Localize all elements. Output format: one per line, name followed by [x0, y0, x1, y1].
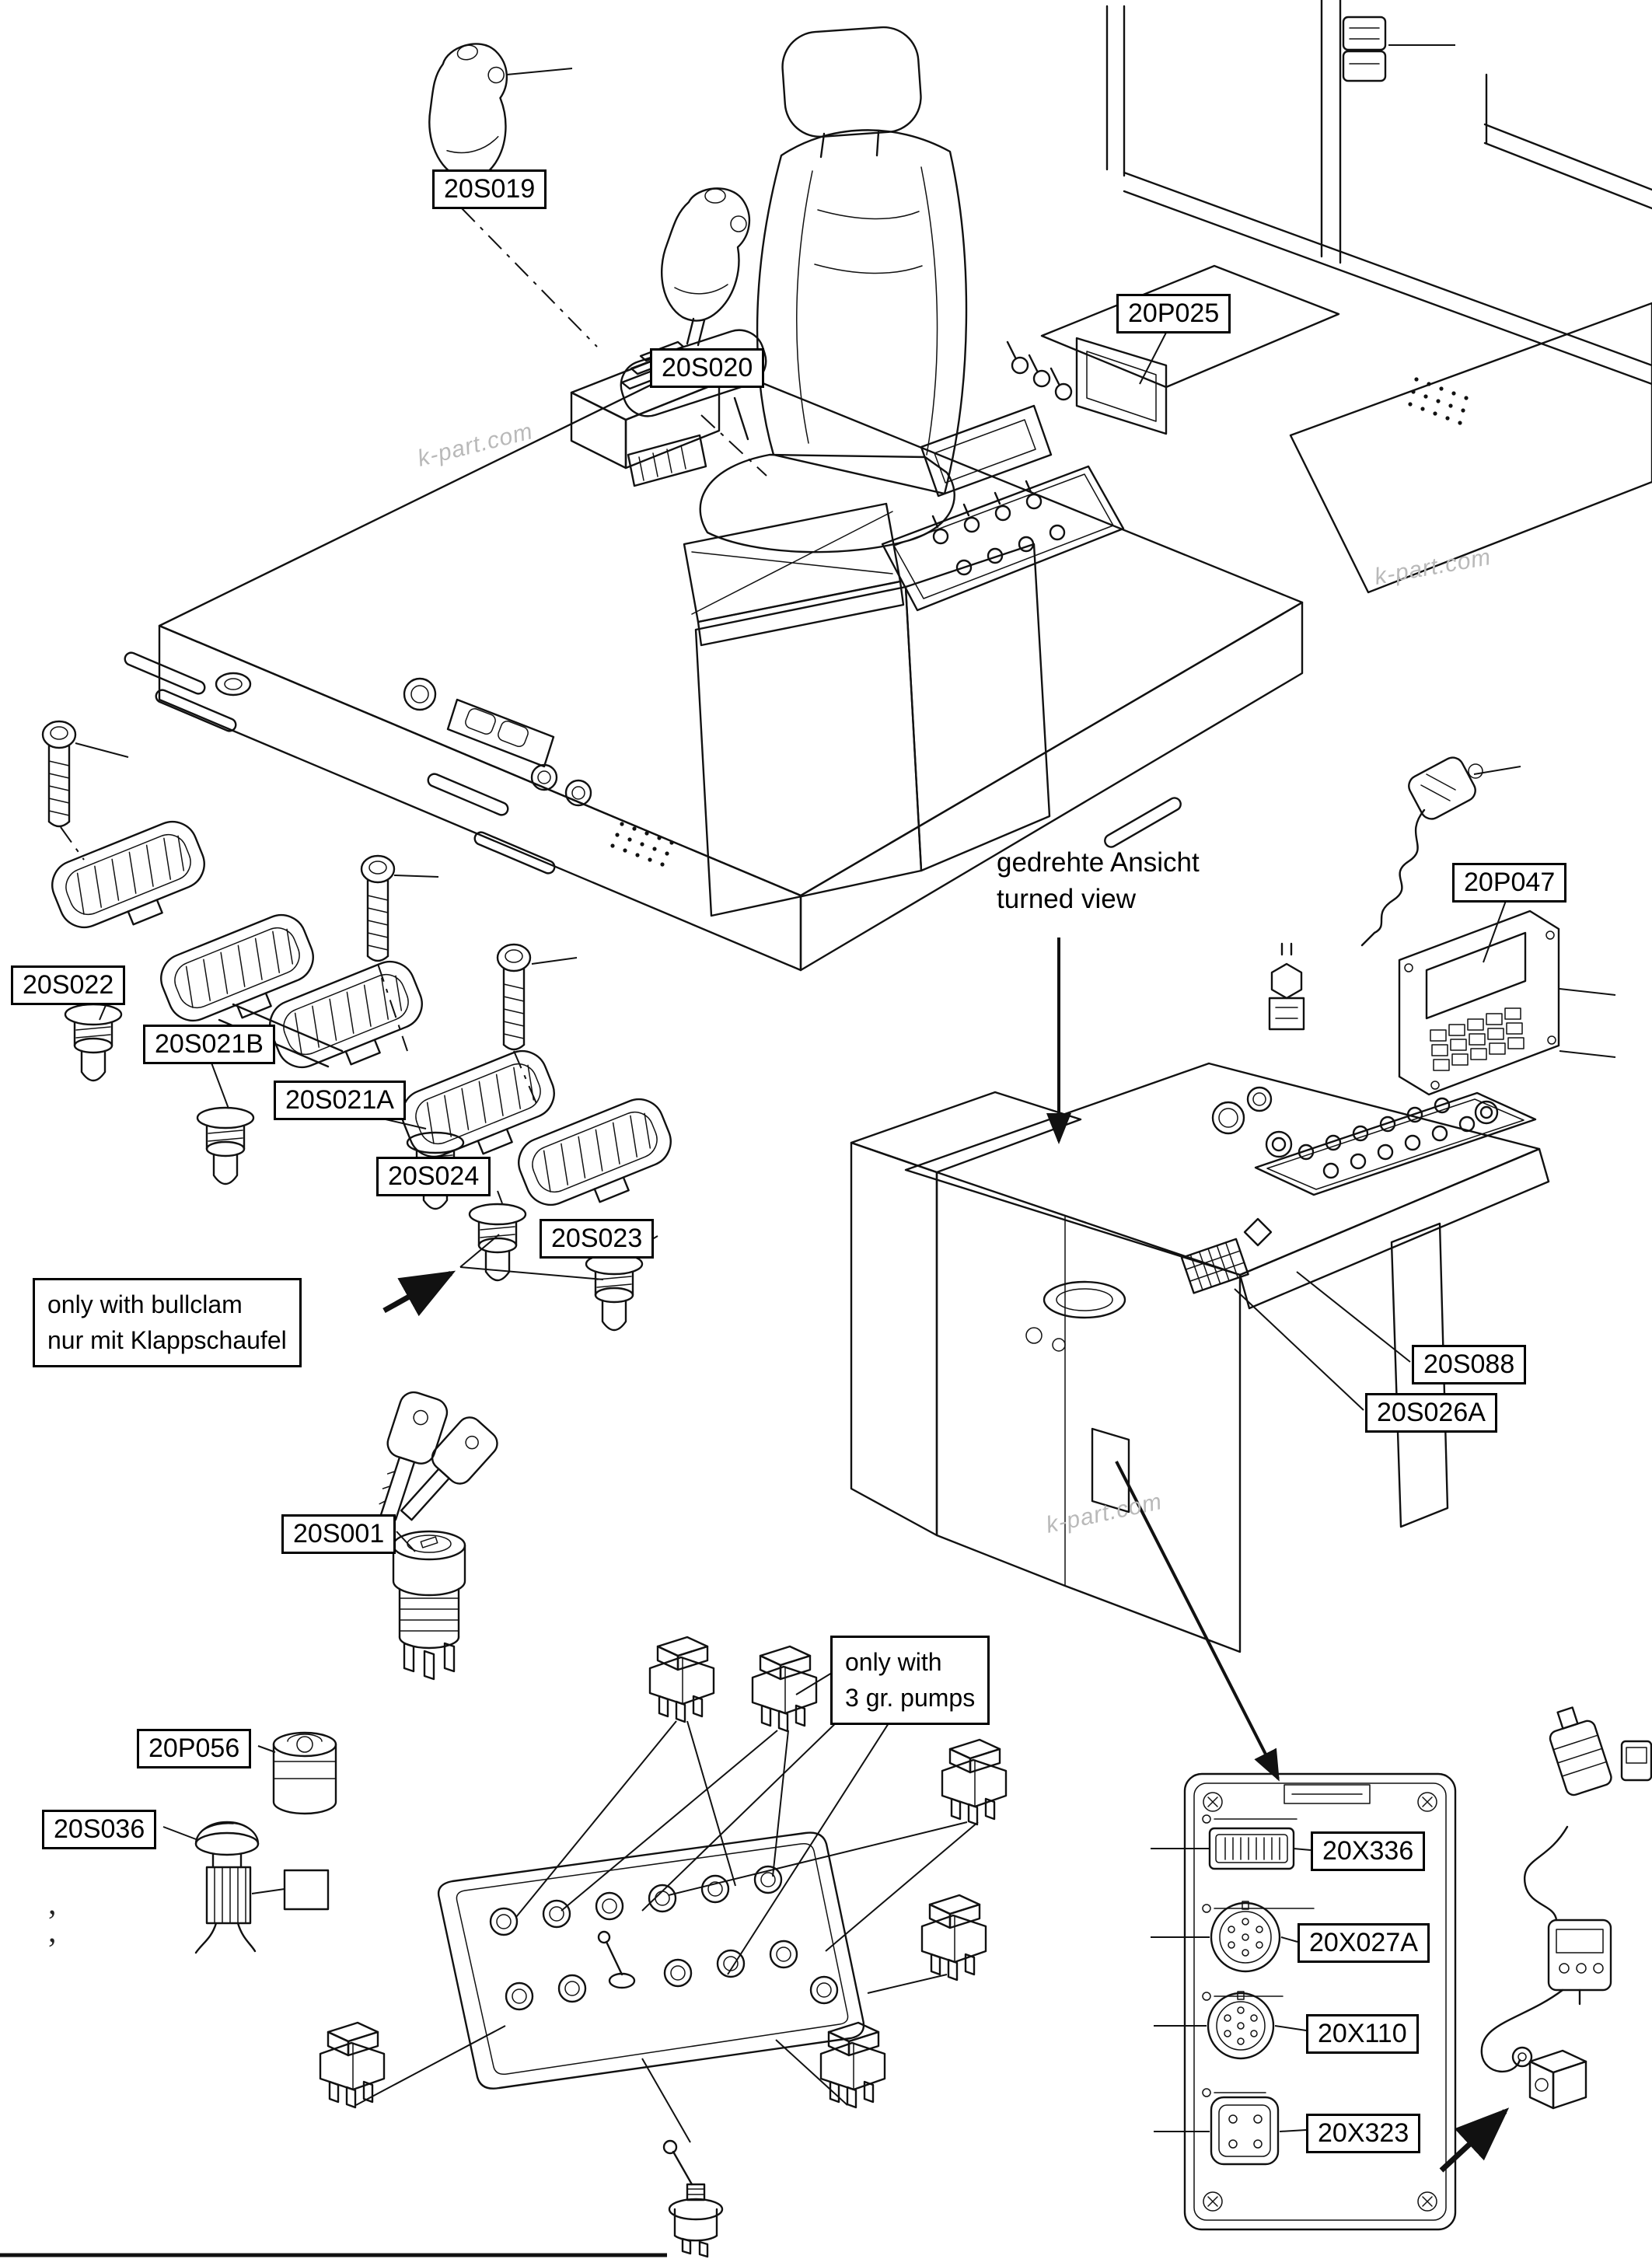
loose-switch-1: [648, 1636, 715, 1723]
pedal-20S023: [510, 1091, 685, 1227]
platform-slots: [124, 651, 1182, 875]
loose-switch-5: [819, 2021, 886, 2109]
label-leader-lines: [99, 329, 1507, 2132]
joystick-20S019: [412, 37, 573, 211]
note-pumps-line1: only with: [845, 1648, 942, 1676]
speaker-grid-floor: [610, 822, 674, 867]
turned-view-line2: turned view: [997, 884, 1136, 915]
part-label-20S021B: 20S021B: [143, 1025, 275, 1064]
valve-20S022: [64, 1003, 123, 1082]
cable-exit-marker: [1091, 1427, 1130, 1514]
relay-component: [1547, 1919, 1612, 2006]
part-label-20S019: 20S019: [432, 169, 547, 209]
axis-20S020: [700, 414, 767, 477]
turned-view-line1: gedrehte Ansicht: [997, 847, 1200, 878]
note-pumps: only with 3 gr. pumps: [830, 1636, 990, 1725]
part-label-20S001: 20S001: [281, 1514, 396, 1554]
turned-view-annotation: gedrehte Ansicht turned view: [997, 844, 1200, 918]
part-label-20S023: 20S023: [540, 1219, 655, 1259]
bullclam-arrow: [382, 1270, 456, 1317]
mating-connector-cube: [1528, 2049, 1587, 2110]
note-bullclam-line1: only with bullclam: [47, 1290, 243, 1318]
part-label-20X323: 20X323: [1306, 2114, 1421, 2153]
bolt-1: [41, 720, 77, 828]
connector-panel: [1151, 1772, 1457, 2231]
note-pumps-line2: 3 gr. pumps: [845, 1684, 976, 1713]
pedal-20S021B-right: [261, 953, 436, 1089]
loose-switch-3: [941, 1738, 1008, 1826]
part-label-20P047: 20P047: [1452, 863, 1567, 903]
button-20S036: [194, 1821, 330, 1954]
hex-switch: [1268, 942, 1305, 1031]
part-label-20P025: 20P025: [1116, 294, 1231, 333]
bullclam-pointer-lines: [459, 1234, 604, 1280]
part-label-20S020: 20S020: [650, 348, 765, 388]
connector-20X110: [1207, 1991, 1275, 2060]
part-label-20P056: 20P056: [137, 1729, 252, 1768]
front-console-drawing: [881, 264, 1340, 612]
watermark-3: k-part.com: [1044, 1489, 1165, 1538]
scan-artifact-2: ,: [48, 1914, 57, 1950]
note-bullclam: only with bullclam nur mit Klappschaufel: [33, 1278, 302, 1367]
panel-pointer-arrow: [1115, 1461, 1280, 1782]
toggle-switch: [662, 2139, 724, 2258]
connector-20X323: [1210, 2096, 1280, 2166]
watermark-2: k-part.com: [1372, 544, 1493, 590]
connector-20X336: [1208, 1827, 1295, 1870]
console-switches: [1265, 1097, 1499, 1179]
part-label-20X027A: 20X027A: [1298, 1923, 1430, 1963]
switch-leader-lines: [355, 1672, 979, 2143]
turned-view-console: [850, 756, 1616, 1653]
axis-20S019: [461, 208, 598, 347]
display-20P047: [1398, 910, 1616, 1096]
joystick-20S020: [570, 187, 751, 470]
diamond-marker: [1243, 1217, 1273, 1247]
loose-switch-4: [920, 1894, 987, 1981]
part-label-20S026A: 20S026A: [1365, 1393, 1497, 1433]
top-right-connector: [1342, 16, 1455, 82]
part-label-20X110: 20X110: [1306, 2014, 1419, 2054]
buzzer-20P056: [272, 1731, 337, 1815]
part-label-20S022: 20S022: [11, 965, 126, 1005]
floor-switch-mounts: [215, 672, 592, 807]
handset-cable: [1360, 756, 1521, 947]
pedal-20S022: [44, 813, 218, 949]
part-label-20S036: 20S036: [42, 1810, 157, 1849]
operator-seat-drawing: [620, 26, 1051, 917]
valve-20S023: [585, 1252, 644, 1332]
part-label-20S021A: 20S021A: [274, 1081, 406, 1120]
valve-20S021B: [196, 1106, 255, 1185]
speaker-grid-right: [1408, 377, 1469, 425]
watermark-1: k-part.com: [415, 418, 536, 472]
note-bullclam-line2: nur mit Klappschaufel: [47, 1326, 287, 1355]
part-label-20S088: 20S088: [1412, 1345, 1527, 1384]
bolt-3: [496, 943, 532, 1051]
switch-block-20S026A: [1180, 1238, 1249, 1294]
cube-pointer-arrow: [1439, 2107, 1510, 2173]
connector-20X027A: [1210, 1901, 1281, 1973]
scan-artifact-1: ,: [48, 1886, 57, 1922]
cable-assemblies: [1480, 1706, 1652, 2110]
part-label-20S024: 20S024: [376, 1157, 491, 1196]
pedal-20S021B-left: [152, 906, 327, 1042]
bolt-2: [360, 854, 396, 962]
switch-plate-group: [319, 1636, 1008, 2258]
terminal-box: [283, 1869, 330, 1911]
cab-platform-drawing: [124, 0, 1652, 972]
part-label-20X336: 20X336: [1311, 1831, 1426, 1871]
